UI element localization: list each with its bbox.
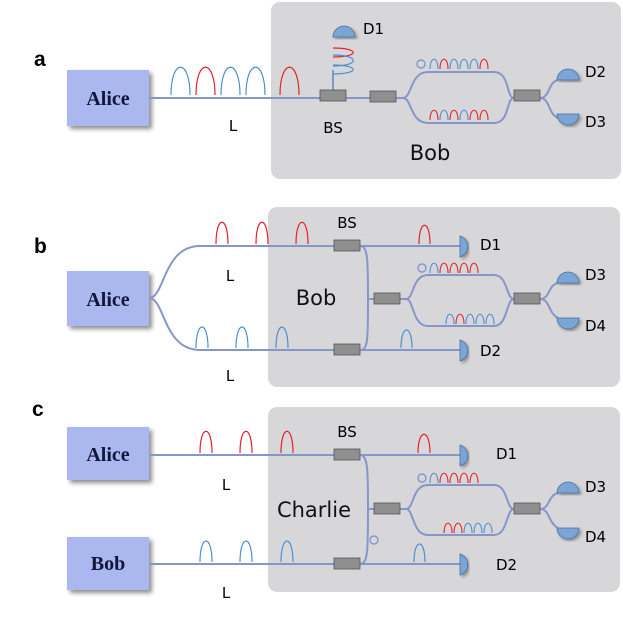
pulse-blue	[170, 66, 191, 96]
bob-label: Bob	[91, 553, 125, 575]
detector-d2	[459, 339, 469, 362]
alice-box	[67, 70, 149, 126]
detector-label: D1	[480, 236, 501, 254]
interferometer-coupler-in	[373, 292, 401, 305]
detector-label: D4	[585, 317, 606, 335]
input-pulse-train	[170, 66, 300, 96]
bob-box	[67, 537, 149, 590]
beamsplitter	[333, 448, 361, 461]
phase-modulator-icon	[369, 535, 379, 545]
detector-d2	[556, 68, 580, 81]
detector-d2	[459, 553, 469, 576]
beamsplitter	[333, 557, 361, 570]
upper-pulse-train	[215, 221, 431, 245]
fiber-path	[149, 454, 559, 565]
bs-label: BS	[337, 423, 357, 441]
station-label: Bob	[296, 286, 337, 310]
fiber-length-label: L	[222, 476, 231, 494]
detector-label: D4	[585, 528, 606, 546]
panel-letter-b: b	[34, 235, 47, 258]
fiber-length-label: L	[222, 584, 231, 602]
interferometer-coupler-in	[369, 90, 397, 103]
alice-box	[67, 271, 149, 326]
beamsplitter	[333, 343, 361, 356]
detector-label: D3	[585, 478, 606, 496]
panel-c: c Alice Bob L L BS	[32, 398, 620, 602]
panel-letter-c: c	[32, 398, 44, 421]
detector-label: D2	[585, 63, 606, 81]
pulse-red	[279, 66, 300, 96]
station-label: Bob	[410, 141, 451, 165]
phase-modulator-icon	[416, 59, 426, 69]
long-arm-pulses	[429, 472, 479, 484]
detector-d3	[556, 113, 580, 126]
panel-a: a Alice L BS	[34, 2, 621, 179]
detector-d3	[556, 271, 580, 284]
bs-label: BS	[323, 119, 343, 137]
detector-d1	[459, 235, 469, 258]
monitor-pulses	[332, 47, 354, 75]
fiber-length-label: L	[226, 267, 235, 285]
interferometer-coupler-out	[513, 502, 541, 515]
panel-letter-a: a	[34, 48, 46, 71]
detector-d4	[556, 317, 580, 330]
bob-pulse-train	[199, 540, 426, 563]
fiber-path	[149, 70, 559, 124]
detector-label: D1	[363, 20, 384, 38]
alice-label: Alice	[86, 289, 129, 311]
short-arm-pulses	[429, 109, 489, 121]
detector-label: D2	[496, 556, 517, 574]
interferometer-coupler-out	[513, 89, 541, 102]
detector-d4	[556, 527, 580, 540]
pulse-blue	[245, 66, 266, 96]
panel-b: b Alice L L BS	[34, 207, 620, 387]
detector-label: D1	[496, 445, 517, 463]
detector-label: D3	[585, 266, 606, 284]
fiber-length-label: L	[226, 367, 235, 385]
phase-modulator-icon	[417, 263, 427, 273]
detector-d1	[459, 444, 469, 467]
fiber-length-label: L	[229, 117, 238, 135]
alice-pulse-train	[199, 430, 431, 454]
bs-label: BS	[337, 214, 357, 232]
alice-label: Alice	[86, 88, 129, 110]
fiber-path	[148, 245, 559, 351]
detector-label: D2	[480, 342, 501, 360]
phase-modulator-icon	[417, 473, 427, 483]
short-arm-pulses	[443, 522, 493, 534]
bob-station-box	[271, 2, 621, 179]
detector-d3	[556, 481, 580, 494]
short-arm-pulses	[445, 313, 495, 325]
beamsplitter	[319, 89, 347, 102]
alice-box	[67, 427, 149, 480]
long-arm-pulses	[429, 262, 479, 274]
pulse-blue	[220, 66, 241, 96]
pulse-red	[195, 66, 216, 96]
lower-pulse-train	[195, 326, 413, 349]
station-label: Charlie	[277, 498, 351, 522]
interferometer-coupler-in	[373, 502, 401, 515]
detector-d1	[332, 25, 356, 38]
detector-label: D3	[585, 113, 606, 131]
interferometer-coupler-out	[513, 292, 541, 305]
alice-label: Alice	[86, 444, 129, 466]
long-arm-pulses	[429, 58, 489, 70]
bob-station-box	[268, 207, 620, 387]
beamsplitter	[333, 239, 361, 252]
